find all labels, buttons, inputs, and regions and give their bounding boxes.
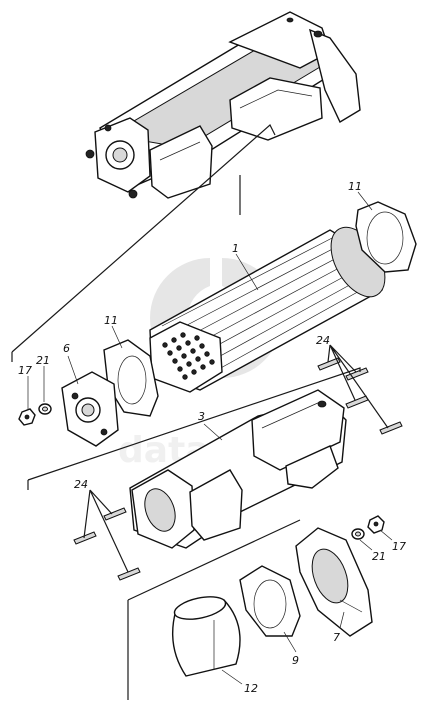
gasket-left-opening [117,355,147,405]
callout-17-right: 17 [392,540,406,553]
callout-17-left: 17 [18,364,32,377]
callout-24-upper: 24 [316,334,330,347]
callout-1: 1 [232,242,239,255]
callout-21-left: 21 [36,354,50,367]
leader-6 [67,355,79,385]
gasket-upper-right-opening [366,211,404,265]
leader-21-right [359,539,373,551]
housing-bracket-line [27,367,361,481]
gasket-part-9-opening [253,579,287,629]
gasket-part-9 [239,565,301,637]
end-cover-part-7 [295,527,373,637]
callout-7: 7 [333,631,340,644]
assembled-cooler [85,11,361,199]
callout-21-right: 21 [372,550,386,563]
studs-24-lower [73,507,141,581]
leader-9 [283,631,297,653]
cylinder-part-12 [171,596,241,677]
leader-7 [339,611,345,629]
callout-11-upper: 11 [348,180,362,193]
leader-12 [221,669,243,685]
callout-9: 9 [292,654,299,667]
leader-1 [235,253,259,291]
callout-12: 12 [244,682,258,695]
leader-3 [203,423,223,441]
callouts: 1 3 6 7 9 11 11 12 17 21 17 21 24 24 [18,180,406,695]
studs-24-upper [317,357,403,435]
lower-bracket-line [127,519,301,700]
lower-housing-part-3 [129,389,347,549]
nut-17-right-hole [373,521,379,527]
callout-24-lower: 24 [74,478,88,491]
washer-21-right-hole [355,531,361,537]
nut-17-left-hole [24,414,30,420]
cooler-core [149,226,386,393]
callout-3: 3 [198,410,205,423]
callout-11-left: 11 [104,314,118,327]
flange-part-6 [61,371,119,447]
assembly-bracket-line [11,124,276,353]
leader-17-right [379,529,393,541]
callout-6: 6 [63,342,70,355]
studs-leader-lower [83,489,129,573]
leader-11-left [111,325,123,349]
studs-leader-upper [327,344,389,429]
leader-11-upper [357,191,373,211]
washer-21-left-hole [42,406,48,412]
tube-sheet-holes [162,332,215,380]
